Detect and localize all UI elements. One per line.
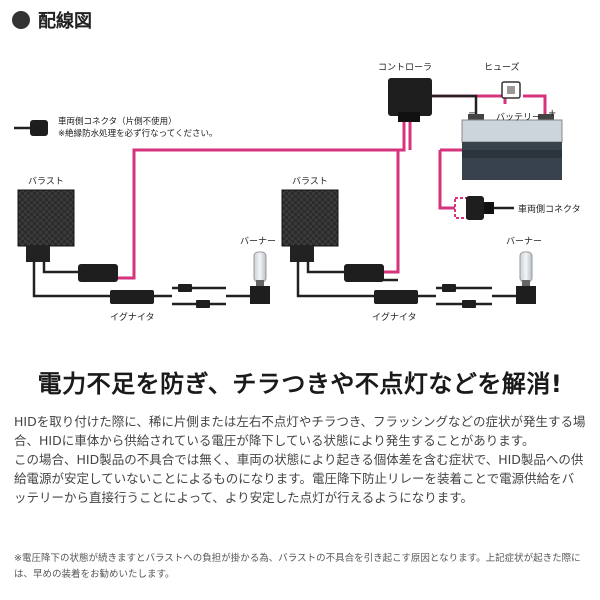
svg-text:車両側コネクタ: 車両側コネクタ xyxy=(518,203,581,215)
svg-text:バラスト: バラスト xyxy=(292,176,328,187)
svg-text:コントローラ: コントローラ xyxy=(378,62,432,73)
section-title: 配線図 xyxy=(38,11,92,32)
svg-text:+: + xyxy=(548,108,556,119)
svg-text:バーナー: バーナー xyxy=(506,236,542,247)
wiring-diagram: コントローラ ヒューズ バッテリー − + 車両側コネクタ（片側不使用） ※絶縁… xyxy=(14,61,581,323)
svg-text:車両側コネクタ（片側不使用）: 車両側コネクタ（片側不使用） xyxy=(58,116,177,127)
ballast-right-connector xyxy=(344,264,384,282)
controller: コントローラ xyxy=(378,62,432,122)
fuse: ヒューズ xyxy=(484,61,521,99)
svg-text:バーナー: バーナー xyxy=(240,236,276,247)
ballast-right-wiring xyxy=(296,262,374,298)
burner-right: バーナー xyxy=(506,236,542,304)
svg-text:−: − xyxy=(468,108,476,119)
ballast-left-wiring xyxy=(32,262,110,298)
igniter-right-connectors xyxy=(442,284,476,308)
headline: 電力不足を防ぎ、チラつきや不点灯などを解消! xyxy=(37,370,563,398)
description: HIDを取り付けた際に、稀に片側または左右不点灯やチラつき、フラッシングなどの症… xyxy=(14,412,586,507)
ground-wiring xyxy=(372,94,478,282)
svg-text:※絶縁防水処理を必ず行なってください。: ※絶縁防水処理を必ず行なってください。 xyxy=(58,128,217,139)
description-paragraph-2: この場合、HID製品の不具合では無く、車両の状態により起きる個体差を含む症状で、… xyxy=(14,452,584,505)
igniter-left xyxy=(110,290,154,304)
svg-text:バッテリー: バッテリー xyxy=(496,112,541,123)
vehicle-connector-unused: 車両側コネクタ（片側不使用） ※絶縁防水処理を必ず行なってください。 xyxy=(14,116,217,139)
igniter-right xyxy=(374,290,418,304)
svg-text:ヒューズ: ヒューズ xyxy=(484,61,520,73)
ballast-right: バラスト xyxy=(281,176,339,262)
description-paragraph-1: HIDを取り付けた際に、稀に片側または左右不点灯やチラつき、フラッシングなどの症… xyxy=(14,414,586,448)
section-header: 配線図 xyxy=(12,8,92,32)
svg-text:バラスト: バラスト xyxy=(28,176,64,187)
ballast-left-connector xyxy=(78,264,118,282)
burner-left: バーナー xyxy=(240,236,276,304)
footnote: ※電圧降下の状態が続きますとバラストへの負担が掛かる為、バラストの不具合を引き起… xyxy=(14,553,581,580)
bullet-dot-icon xyxy=(12,11,30,29)
svg-text:イグナイタ: イグナイタ xyxy=(110,311,154,323)
ballast-left: バラスト xyxy=(17,176,75,262)
igniter-left-connectors xyxy=(178,284,210,308)
svg-text:イグナイタ: イグナイタ xyxy=(372,311,416,323)
battery: バッテリー − + xyxy=(461,108,563,180)
vehicle-connector: 車両側コネクタ xyxy=(454,196,581,220)
